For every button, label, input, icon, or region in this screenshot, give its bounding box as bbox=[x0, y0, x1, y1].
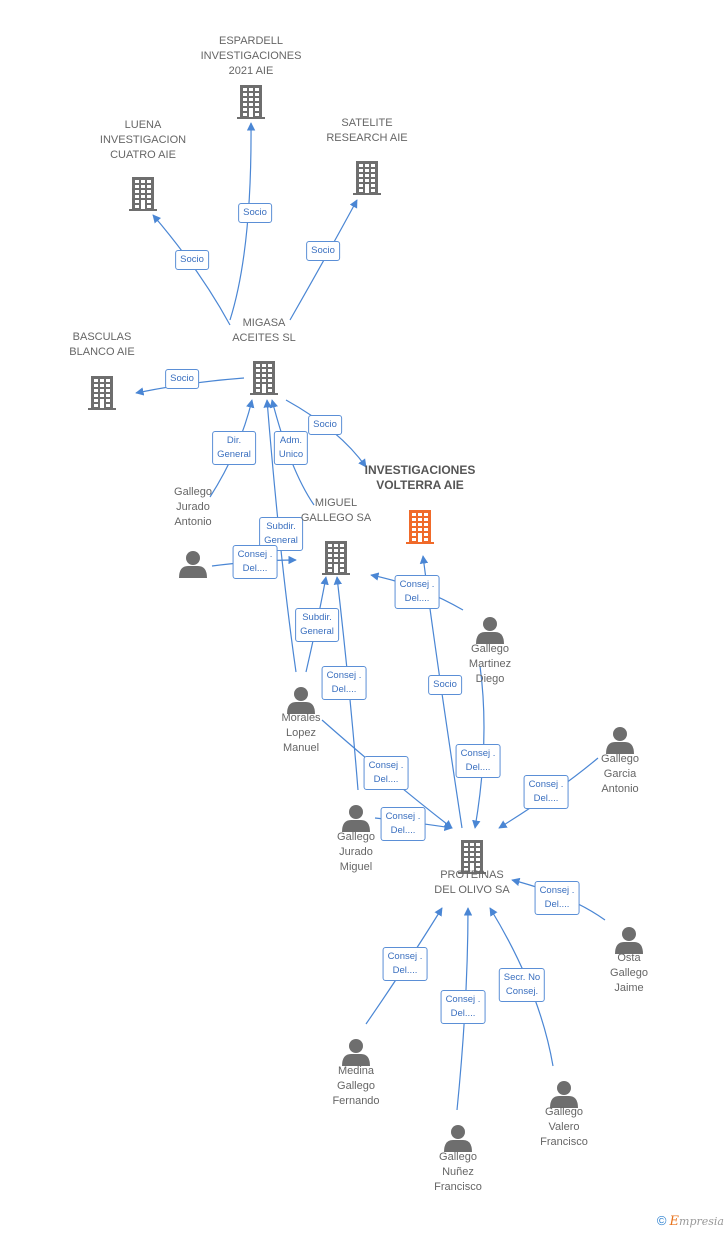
empresia-logo[interactable]: © Empresia bbox=[656, 1213, 724, 1229]
edge-label-gallego_martinez_diego-proteinas[interactable]: Consej . Del.... bbox=[455, 744, 501, 778]
node-label-gallego_garcia_antonio[interactable]: Gallego Garcia Antonio bbox=[601, 753, 639, 795]
gallego_martinez_diego-person-icon[interactable] bbox=[476, 617, 504, 644]
node-label-proteinas[interactable]: PROTEINAS DEL OLIVO SA bbox=[434, 869, 510, 896]
node-label-gallego_jurado_antonio[interactable]: Gallego Jurado Antonio bbox=[174, 486, 212, 528]
miguel_gallego_sa-building-icon[interactable] bbox=[322, 541, 350, 575]
edge-migasa-luena bbox=[152, 214, 231, 326]
osta_gallego_jaime-person-icon[interactable] bbox=[615, 927, 643, 954]
node-label-espardell[interactable]: ESPARDELL INVESTIGACIONES 2021 AIE bbox=[200, 35, 302, 77]
node-label-osta_gallego_jaime[interactable]: Osta Gallego Jaime bbox=[610, 952, 648, 994]
edge-label-gallego_nunez_francisco-proteinas[interactable]: Consej . Del.... bbox=[440, 990, 486, 1024]
medina_gallego_fernando-person-icon[interactable] bbox=[342, 1039, 370, 1066]
node-label-basculas[interactable]: BASCULAS BLANCO AIE bbox=[69, 331, 135, 358]
edge-label-gallego_martinez_diego-miguel_gallego_sa[interactable]: Consej . Del.... bbox=[394, 575, 440, 609]
node-label-miguel_gallego_sa[interactable]: MIGUEL GALLEGO SA bbox=[300, 497, 372, 524]
migasa-building-icon[interactable] bbox=[250, 361, 278, 395]
edge-label-morales_lopez_manuel-miguel_gallego_sa[interactable]: Subdir. General bbox=[295, 608, 339, 642]
gallego_jurado_antonio-person-icon[interactable] bbox=[179, 551, 207, 578]
edge-label-gallego_jurado_miguel-miguel_gallego_sa[interactable]: Consej . Del.... bbox=[321, 666, 367, 700]
node-label-morales_lopez_manuel[interactable]: Morales Lopez Manuel bbox=[281, 712, 321, 754]
edge-label-migasa-volterra[interactable]: Socio bbox=[308, 415, 342, 435]
morales_lopez_manuel-person-icon[interactable] bbox=[287, 687, 315, 714]
basculas-building-icon[interactable] bbox=[88, 376, 116, 410]
edge-label-gallego_jurado_antonio-migasa[interactable]: Dir. General bbox=[212, 431, 256, 465]
node-label-satelite[interactable]: SATELITE RESEARCH AIE bbox=[326, 117, 408, 144]
edge-label-gallego_jurado_antonio-miguel_gallego_sa[interactable]: Consej . Del.... bbox=[232, 545, 278, 579]
node-label-medina_gallego_fernando[interactable]: Medina Gallego Fernando bbox=[332, 1065, 380, 1107]
node-label-migasa[interactable]: MIGASA ACEITES SL bbox=[232, 317, 296, 344]
espardell-building-icon[interactable] bbox=[237, 85, 265, 119]
node-label-gallego_jurado_miguel[interactable]: Gallego Jurado Miguel bbox=[337, 831, 375, 873]
volterra-building-icon[interactable] bbox=[406, 510, 434, 544]
edge-label-osta_gallego_jaime-proteinas[interactable]: Consej . Del.... bbox=[534, 881, 580, 915]
edge-gallego_martinez_diego-proteinas bbox=[472, 665, 485, 829]
edge-label-migasa-luena[interactable]: Socio bbox=[175, 250, 209, 270]
gallego_jurado_miguel-person-icon[interactable] bbox=[342, 805, 370, 832]
gallego_valero_francisco-person-icon[interactable] bbox=[550, 1081, 578, 1108]
edge-label-gallego_jurado_miguel-proteinas[interactable]: Consej . Del.... bbox=[380, 807, 426, 841]
edge-label-morales_lopez_manuel-proteinas[interactable]: Consej . Del.... bbox=[363, 756, 409, 790]
luena-building-icon[interactable] bbox=[129, 177, 157, 211]
edge-label-miguel_gallego_sa-migasa[interactable]: Adm. Unico bbox=[273, 431, 309, 465]
gallego_garcia_antonio-person-icon[interactable] bbox=[606, 727, 634, 754]
node-label-gallego_nunez_francisco[interactable]: Gallego Nuñez Francisco bbox=[434, 1151, 482, 1193]
edge-migasa-espardell bbox=[229, 122, 256, 321]
node-label-gallego_martinez_diego[interactable]: Gallego Martinez Diego bbox=[468, 643, 512, 685]
edge-label-migasa-satelite[interactable]: Socio bbox=[306, 241, 340, 261]
edge-label-migasa-basculas[interactable]: Socio bbox=[165, 369, 199, 389]
satelite-building-icon[interactable] bbox=[353, 161, 381, 195]
node-label-gallego_valero_francisco[interactable]: Gallego Valero Francisco bbox=[540, 1106, 588, 1148]
edge-label-gallego_valero_francisco-proteinas[interactable]: Secr. No Consej. bbox=[498, 968, 546, 1002]
node-label-volterra[interactable]: INVESTIGACIONES VOLTERRA AIE bbox=[364, 463, 476, 492]
edge-label-proteinas-volterra[interactable]: Socio bbox=[428, 675, 462, 695]
edge-label-medina_gallego_fernando-proteinas[interactable]: Consej . Del.... bbox=[382, 947, 428, 981]
edge-label-migasa-espardell[interactable]: Socio bbox=[238, 203, 272, 223]
proteinas-building-icon[interactable] bbox=[458, 840, 486, 874]
edge-label-gallego_garcia_antonio-proteinas[interactable]: Consej . Del.... bbox=[523, 775, 569, 809]
gallego_nunez_francisco-person-icon[interactable] bbox=[444, 1125, 472, 1152]
node-label-luena[interactable]: LUENA INVESTIGACION CUATRO AIE bbox=[99, 119, 187, 161]
